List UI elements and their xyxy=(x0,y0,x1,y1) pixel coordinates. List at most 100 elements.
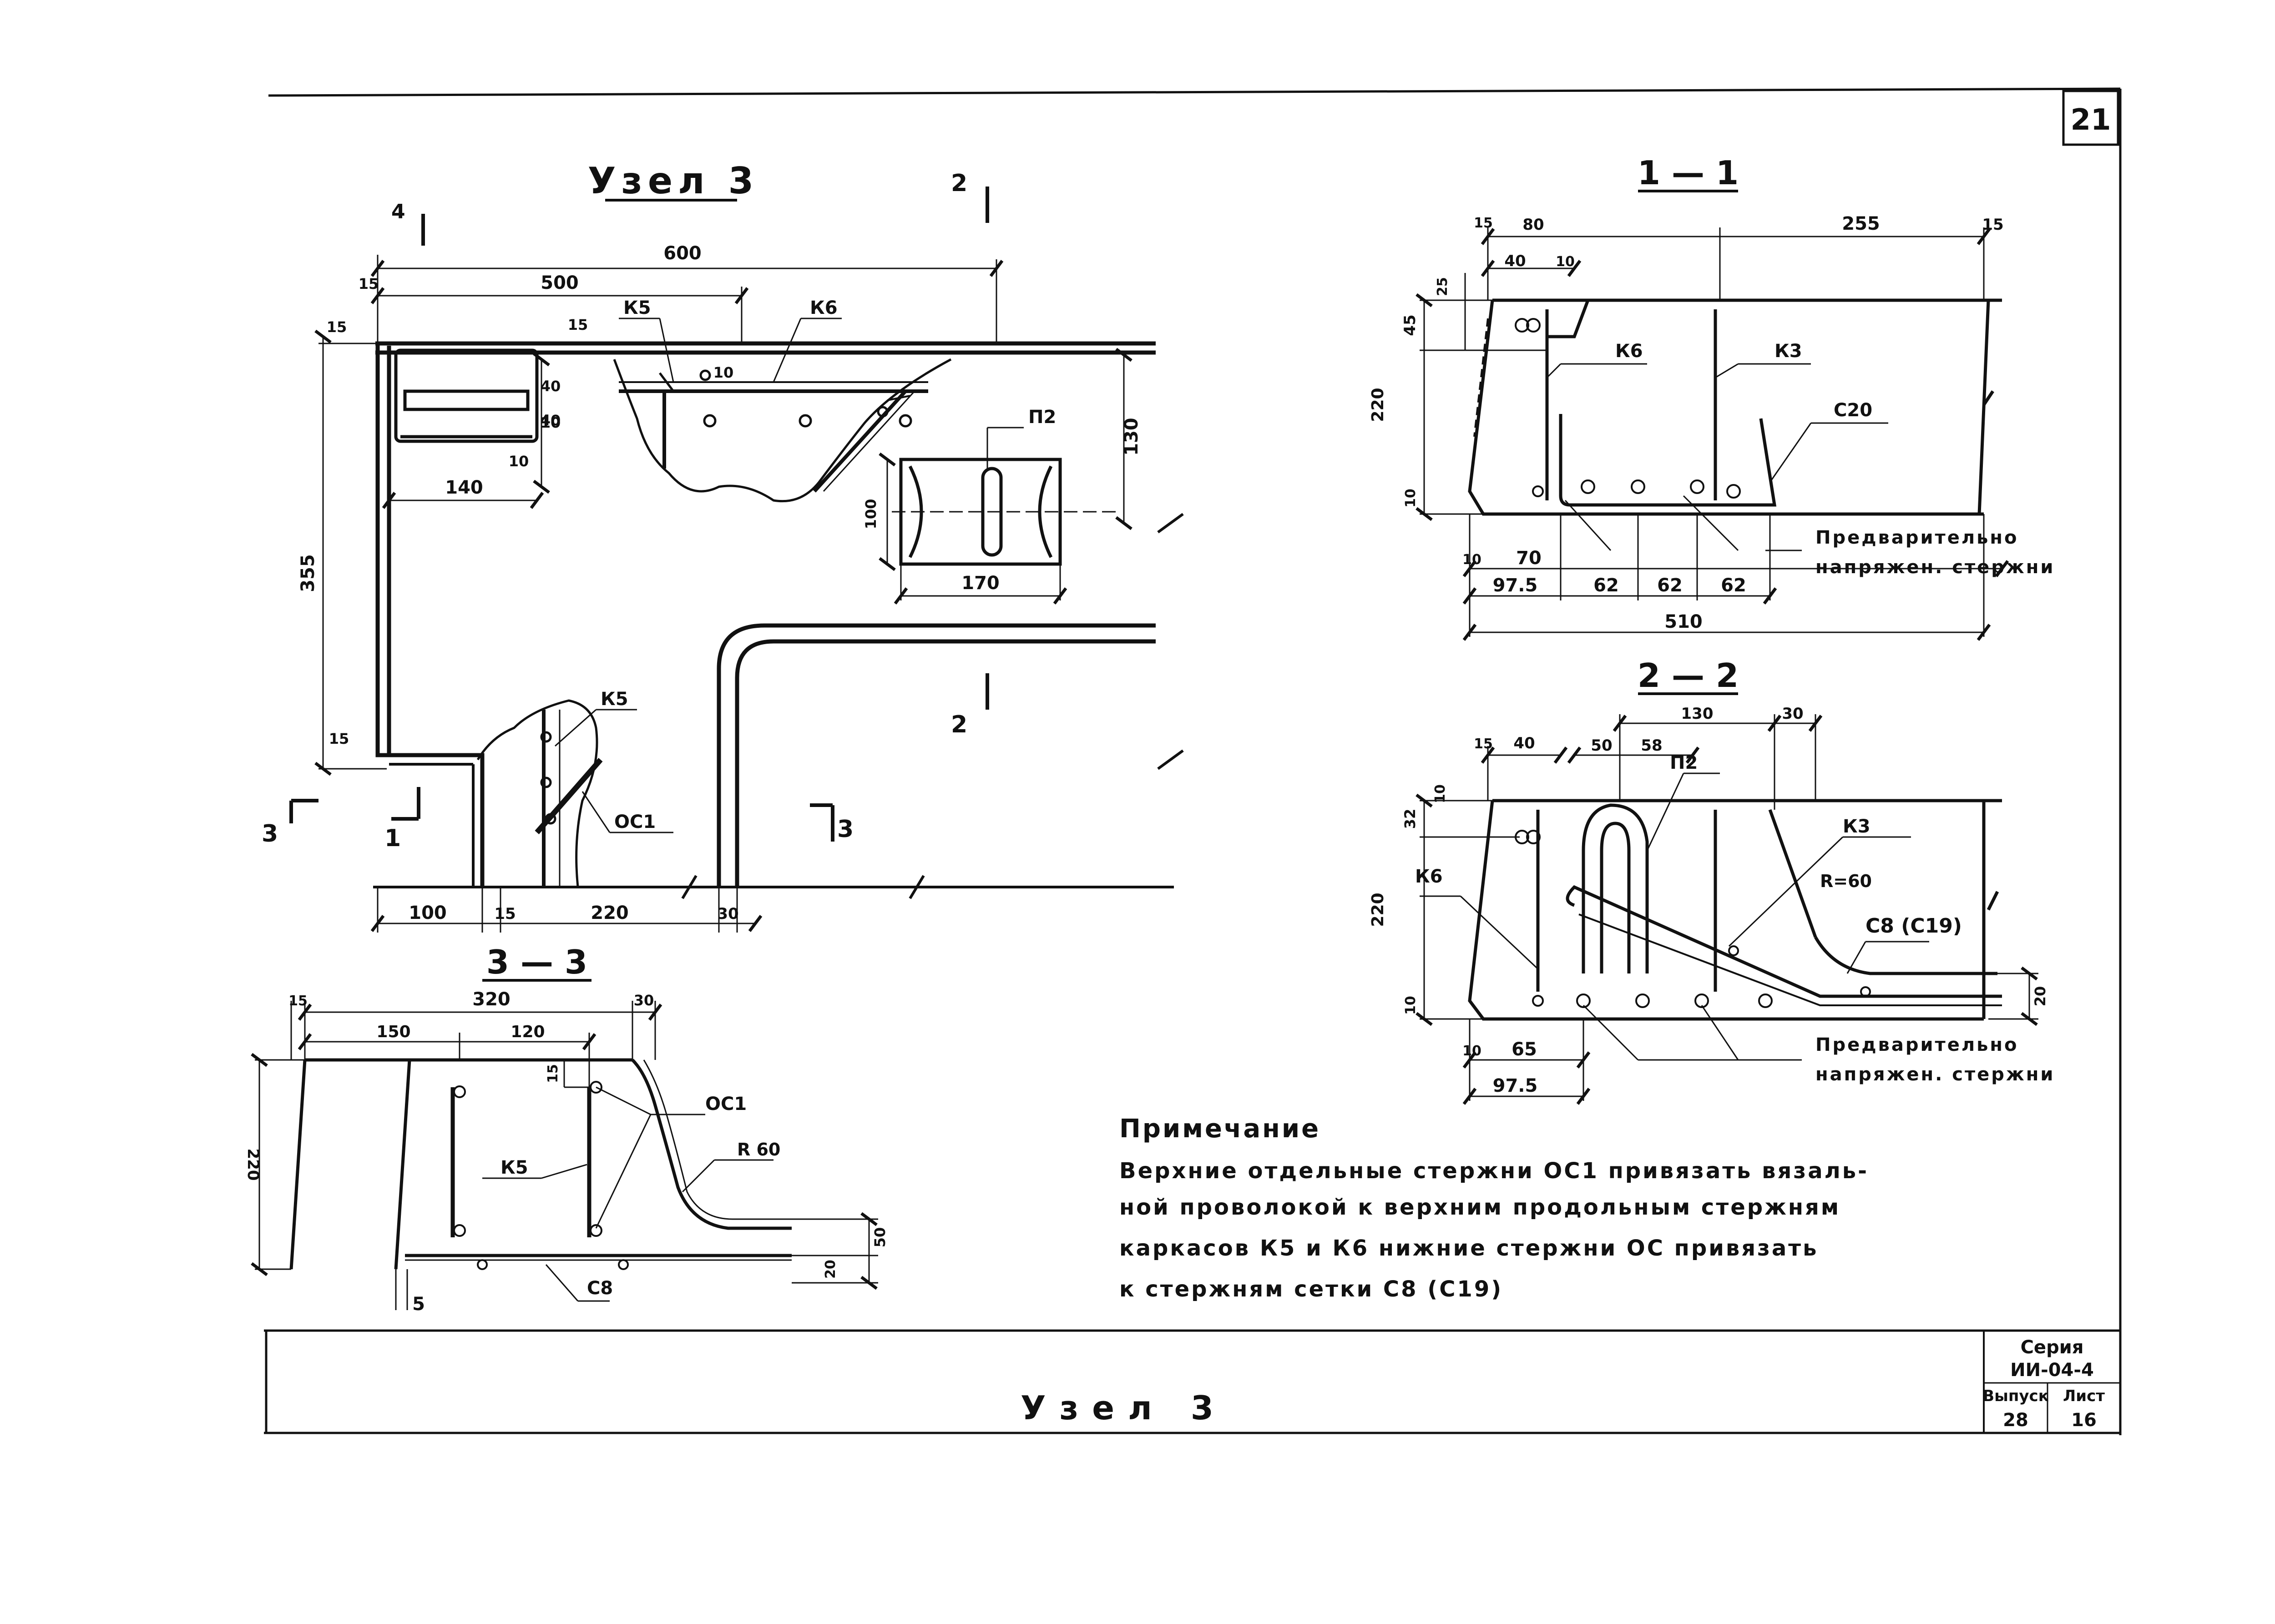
sec22-dim-lines xyxy=(1416,714,2038,1105)
sec33-dim-t30: 30 xyxy=(634,992,654,1009)
sec33-dim-b5: 5 xyxy=(412,1294,425,1315)
sec11-title: 1 — 1 xyxy=(1638,154,1739,192)
sec11-dim-t255: 255 xyxy=(1842,213,1880,234)
sec33-dim-r50: 50 xyxy=(871,1227,889,1248)
title-issue-value: 28 xyxy=(2003,1410,2028,1431)
section-mark-2-bottom: 2 xyxy=(951,711,967,738)
sec11-dim-l25: 25 xyxy=(1435,277,1451,296)
sec33-dim-t120: 120 xyxy=(511,1023,545,1041)
sec11-outline xyxy=(1468,298,2002,516)
label-k5-top: К5 xyxy=(623,298,651,318)
section-1-1: 1 — 1 xyxy=(1369,154,2055,641)
dim-170: 170 xyxy=(961,573,1000,594)
sec22-dim-t58: 58 xyxy=(1641,736,1662,755)
sec11-dim-l45: 45 xyxy=(1401,314,1419,336)
sec33-dim-lines xyxy=(251,1001,878,1310)
sec11-label-k6: К6 xyxy=(1615,341,1643,362)
dim-10b: 10 xyxy=(541,414,561,431)
sec33-dim-t320: 320 xyxy=(472,989,511,1010)
dim-40b: 40 xyxy=(541,412,561,429)
section-3-3: 3 — 3 xyxy=(244,943,889,1315)
sec22-dim-b97-5: 97.5 xyxy=(1493,1075,1538,1096)
sec22-dim-t40: 40 xyxy=(1513,734,1535,752)
dim-b220: 220 xyxy=(591,903,629,923)
sec33-dim-l220: 220 xyxy=(244,1149,262,1181)
sec11-dim-l10: 10 xyxy=(1403,489,1419,508)
plan-section-markers xyxy=(289,187,989,842)
sec11-label-c20: С20 xyxy=(1834,400,1872,421)
dim-15-left: 15 xyxy=(327,318,347,336)
sec33-label-k5: К5 xyxy=(500,1157,528,1178)
sec33-label-oc1: ОС1 xyxy=(705,1094,747,1115)
p2-plate xyxy=(892,458,1119,566)
sec22-dim-l10: 10 xyxy=(1432,784,1448,803)
sec22-dim-l10b: 10 xyxy=(1403,996,1419,1015)
title-sheet-label: Лист xyxy=(2063,1387,2105,1405)
sec22-label-pre2: напряжен. стержни xyxy=(1815,1064,2055,1085)
label-k5-bottom: К5 xyxy=(601,689,628,710)
sec22-dim-l220: 220 xyxy=(1369,893,1387,927)
dim-15-top: 15 xyxy=(359,275,379,293)
sec33-label-c8: С8 xyxy=(587,1278,613,1299)
sec11-dim-t10: 10 xyxy=(1556,254,1575,270)
section-mark-3-left: 3 xyxy=(262,820,278,847)
title-issue-label: Выпуск xyxy=(1982,1387,2049,1405)
plan-leaders xyxy=(555,318,1024,833)
sec22-dim-r20: 20 xyxy=(2032,986,2049,1007)
dim-10a: 10 xyxy=(713,364,734,381)
sec11-dim-t15: 15 xyxy=(1474,215,1493,231)
sec11-label-pre1: Предварительно xyxy=(1815,527,2019,548)
sec22-dim-t15: 15 xyxy=(1474,736,1493,752)
sec33-outline xyxy=(289,1058,792,1270)
sec22-dim-b10: 10 xyxy=(1462,1043,1481,1059)
title-series-value: ИИ-04-4 xyxy=(2010,1360,2094,1381)
dim-10c: 10 xyxy=(509,453,529,470)
plan-view: Узел 3 xyxy=(262,160,1184,933)
plan-outline-thin xyxy=(373,513,1184,899)
sec11-bars xyxy=(1515,318,1741,499)
sec22-dim-b65: 65 xyxy=(1512,1039,1537,1060)
sec33-title: 3 — 3 xyxy=(486,943,587,981)
plan-outline xyxy=(375,341,1156,887)
sec11-dim-b62b: 62 xyxy=(1657,575,1683,596)
sec11-dim-t40: 40 xyxy=(1504,252,1526,270)
dim-600: 600 xyxy=(663,243,702,264)
sec11-label-pre2: напряжен. стержни xyxy=(1815,557,2055,578)
title-block-title: Узел 3 xyxy=(1021,1389,1227,1427)
sec22-dim-t50: 50 xyxy=(1591,736,1612,755)
section-mark-4: 4 xyxy=(391,200,405,223)
k5-frame-left xyxy=(394,348,539,443)
sec22-label-p2: П2 xyxy=(1670,752,1698,773)
sheet-number: 21 xyxy=(2070,103,2111,137)
dim-15-mid: 15 xyxy=(568,316,588,333)
label-oc1: ОС1 xyxy=(614,812,656,832)
dim-140: 140 xyxy=(445,477,483,498)
sec22-label-r60: R=60 xyxy=(1820,871,1872,891)
dim-b100: 100 xyxy=(409,903,447,923)
sec22-label-c8: С8 (С19) xyxy=(1866,914,1962,938)
sec11-dim-b62c: 62 xyxy=(1721,575,1746,596)
dim-b15: 15 xyxy=(494,905,516,923)
sec11-dim-b510: 510 xyxy=(1664,611,1703,632)
dim-40a: 40 xyxy=(541,378,561,395)
sec22-dim-t130: 130 xyxy=(1681,705,1714,723)
sec11-dim-lines xyxy=(1416,227,2009,641)
note-line-3: каркасов К5 и К6 нижние стержни ОС привя… xyxy=(1119,1236,1818,1261)
sec11-dim-b62a: 62 xyxy=(1593,575,1619,596)
section-mark-2-top: 2 xyxy=(951,170,967,197)
note-heading: Примечание xyxy=(1119,1114,1320,1144)
sec33-bars xyxy=(453,1081,629,1270)
sec11-dim-b97-5: 97.5 xyxy=(1493,575,1538,596)
sec11-dim-b10: 10 xyxy=(1462,552,1481,568)
sec22-label-pre1: Предварительно xyxy=(1815,1034,2019,1055)
sec33-label-r60: R 60 xyxy=(737,1140,780,1160)
note-line-2: ной проволокой к верхним продольным стер… xyxy=(1119,1195,1840,1220)
sec22-dim-l32: 32 xyxy=(1401,809,1419,829)
sec22-bars xyxy=(1515,830,1871,1008)
dim-130: 130 xyxy=(1121,418,1142,456)
sec11-dim-l220: 220 xyxy=(1369,388,1387,422)
sec33-dim-t15: 15 xyxy=(288,993,308,1009)
title-sheet-value: 16 xyxy=(2071,1410,2097,1431)
